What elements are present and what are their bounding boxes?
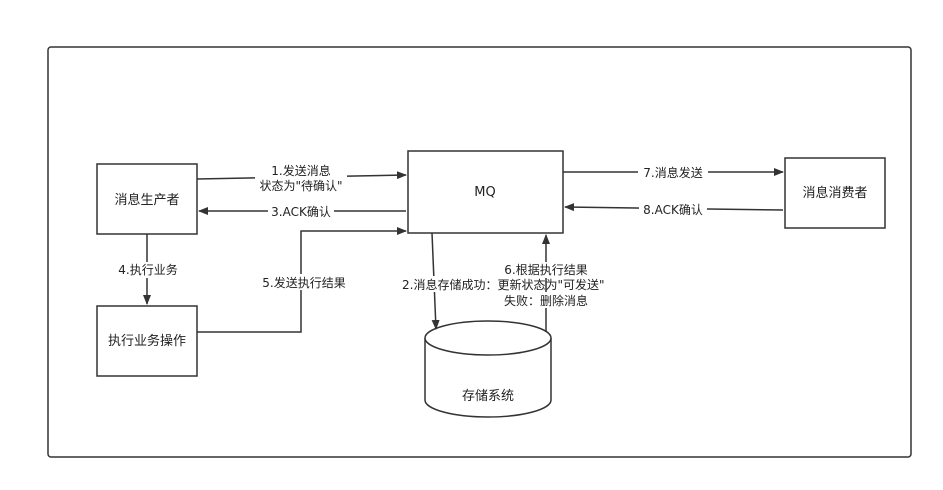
diagram-frame <box>47 46 912 458</box>
edge-send-result: 5.发送执行结果 <box>197 227 407 333</box>
edge-by-result-label-1: 6.根据执行结果 <box>504 263 587 277</box>
producer-node: 消息生产者 <box>96 163 198 235</box>
edge-deliver-message-label: 7.消息发送 <box>643 165 702 180</box>
consumer-node: 消息消费者 <box>784 157 886 229</box>
edge-execute-business: 4.执行业务 <box>112 234 184 305</box>
edge-send-result-label: 5.发送执行结果 <box>262 275 345 290</box>
mq-node: MQ <box>407 150 564 234</box>
edge-execute-business-label: 4.执行业务 <box>118 262 177 277</box>
biz-op-label: 执行业务操作 <box>108 333 186 349</box>
edge-store-message: 2.消息存储成功：更新状态为"可发送" <box>402 232 624 330</box>
edge-send-message-label-1: 1.发送消息 <box>271 163 330 178</box>
edge-store-message-label: 2.消息存储成功：更新状态为"可发送" <box>402 277 605 292</box>
storage-node: 存储系统 <box>424 320 552 418</box>
consumer-label: 消息消费者 <box>802 185 867 201</box>
edge-by-result: 6.根据执行结果 失败：删除消息 <box>498 234 594 332</box>
edge-by-result-label-2: 失败：删除消息 <box>504 293 588 308</box>
edge-deliver-message: 7.消息发送 <box>563 164 784 180</box>
edge-ack-producer-label: 3.ACK确认 <box>271 205 331 219</box>
edge-ack-consumer: 8.ACK确认 <box>564 201 784 217</box>
biz-op-node: 执行业务操作 <box>96 305 198 377</box>
mq-label: MQ <box>474 185 495 200</box>
edge-ack-consumer-label: 8.ACK确认 <box>643 203 703 217</box>
edge-ack-producer: 3.ACK确认 <box>198 203 406 219</box>
edge-send-message-label-2: 状态为"待确认" <box>259 179 342 193</box>
edge-send-message: 1.发送消息 状态为"待确认" <box>196 161 407 193</box>
storage-label: 存储系统 <box>462 389 514 404</box>
producer-label: 消息生产者 <box>114 192 179 208</box>
